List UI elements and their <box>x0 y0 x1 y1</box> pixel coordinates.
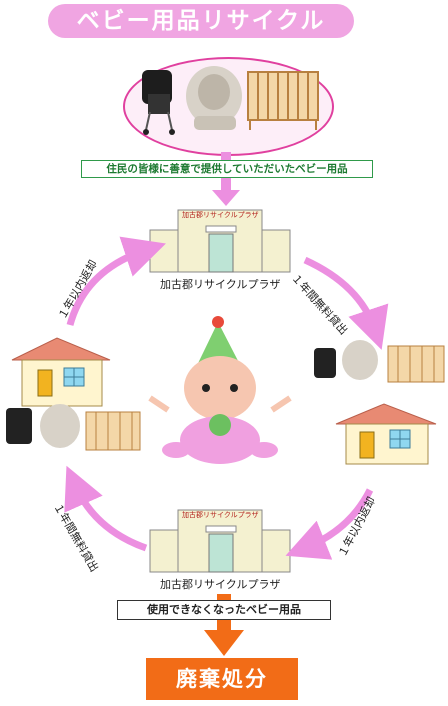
arrow-return-left <box>66 236 166 326</box>
unusable-items-label: 使用できなくなったベビー用品 <box>117 600 331 620</box>
stroller-icon <box>142 70 175 135</box>
plaza-bottom-building <box>149 509 291 573</box>
arrow-lend-left <box>64 465 148 552</box>
plaza-bottom-sign: 加古郡リサイクルプラザ <box>182 511 259 519</box>
plaza-top-building <box>149 209 291 273</box>
baby-mascot <box>148 316 292 464</box>
baby-items-left <box>6 404 141 451</box>
arrow-return-right <box>285 488 374 560</box>
house-left-icon <box>11 337 111 407</box>
arrow-lend-right <box>303 256 389 350</box>
disposal-box: 廃棄処分 <box>146 658 298 700</box>
plaza-bottom-caption: 加古郡リサイクルプラザ <box>160 578 281 591</box>
crib-icon <box>247 71 319 130</box>
donation-label: 住民の皆様に善意で提供していただいたベビー用品 <box>81 160 373 178</box>
house-right-icon <box>335 403 437 465</box>
baby-items-right <box>314 340 445 383</box>
plaza-top-sign: 加古郡リサイクルプラザ <box>182 211 259 219</box>
car-seat-icon <box>186 66 242 130</box>
plaza-top-caption: 加古郡リサイクルプラザ <box>160 278 281 291</box>
diagram-title: ベビー用品リサイクル <box>48 4 354 38</box>
